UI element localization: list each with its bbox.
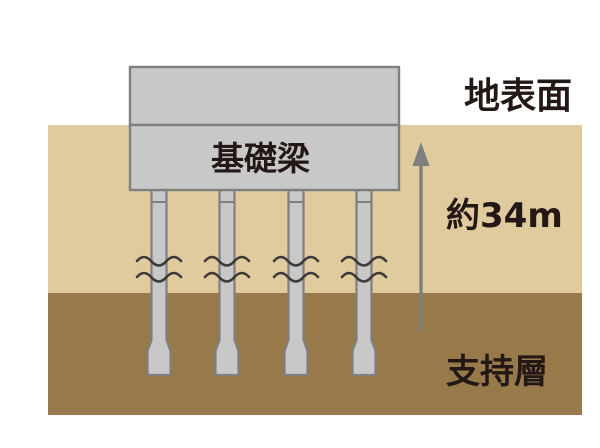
depth-arrow xyxy=(412,142,430,331)
pile-1 xyxy=(135,188,183,377)
pile-4-break-symbol xyxy=(340,255,388,283)
pile-3-break-symbol xyxy=(272,255,320,283)
label-ground-surface: 地表面 xyxy=(464,76,572,117)
foundation-beam-block xyxy=(128,123,401,192)
label-bearing-stratum: 支持層 xyxy=(446,352,548,392)
bearing-layer xyxy=(48,293,582,415)
pile-1-break-symbol xyxy=(135,255,183,283)
pile-2-break-symbol xyxy=(203,255,251,283)
building-block xyxy=(128,65,401,127)
label-foundation-beam: 基礎梁 xyxy=(211,139,310,178)
pile-2 xyxy=(203,188,251,377)
label-depth-measure: 約34m xyxy=(446,196,563,236)
pile-3 xyxy=(272,188,320,377)
pile-group xyxy=(135,188,388,377)
building-structure xyxy=(128,65,401,192)
pile-4 xyxy=(340,188,388,377)
depth-arrow-head xyxy=(412,142,430,166)
